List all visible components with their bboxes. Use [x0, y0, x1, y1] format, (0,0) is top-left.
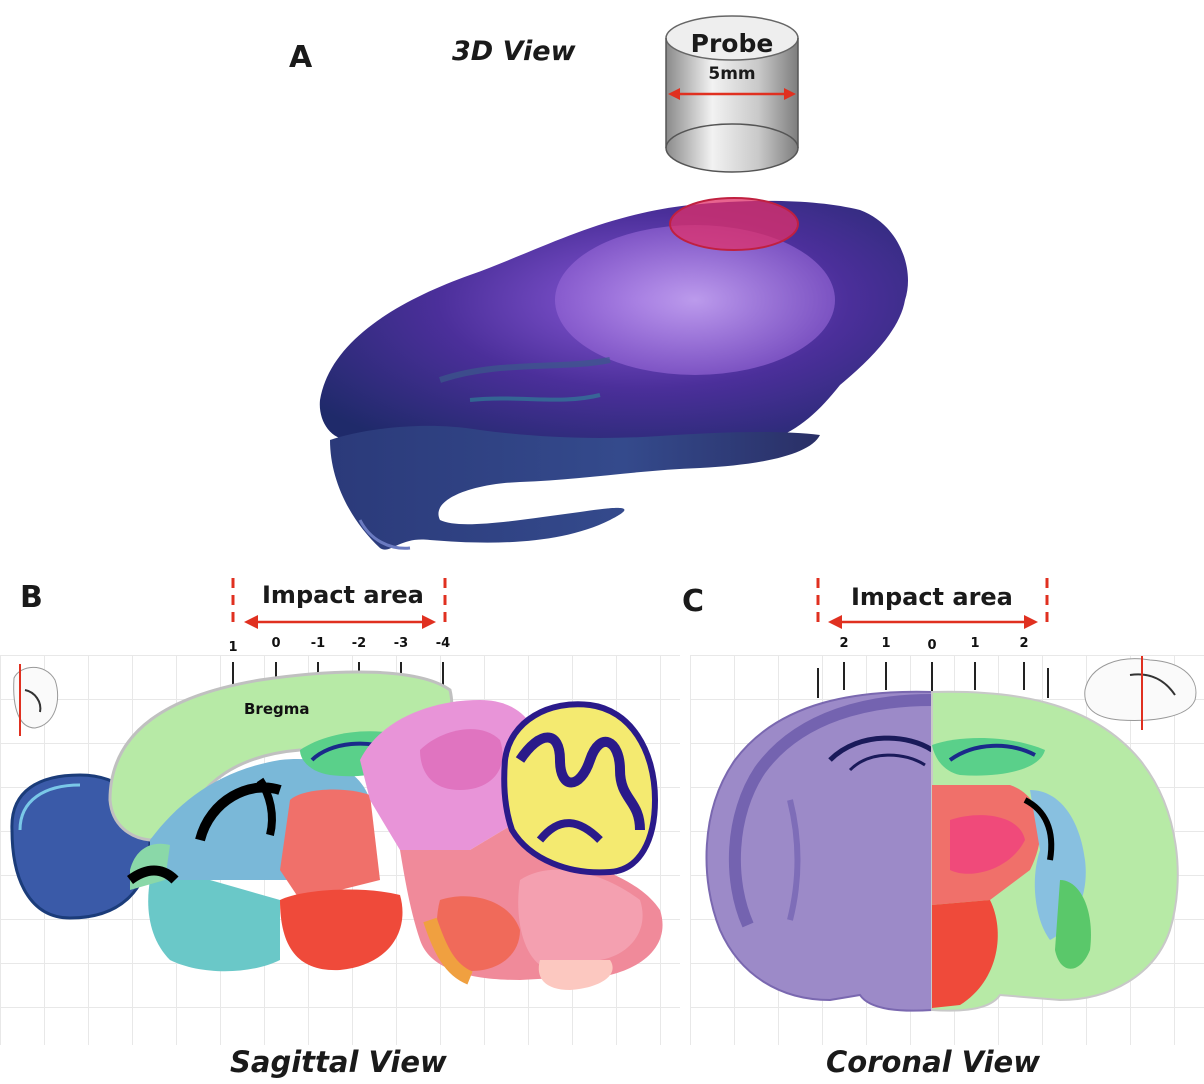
coronal-tick-label: 1 [960, 636, 990, 651]
coronal-tick-label: 2 [829, 636, 859, 651]
sagittal-brain [12, 672, 663, 990]
sagittal-inset-thumbnail [14, 664, 58, 736]
probe-label: Probe [666, 29, 798, 58]
coronal-tick-label: 2 [1009, 636, 1039, 651]
panel-b-letter: B [20, 580, 43, 615]
coronal-tick-label: 1 [871, 636, 901, 651]
coronal-view-label: Coronal View [826, 1045, 1040, 1079]
probe-size-label: 5mm [666, 64, 798, 84]
sagittal-tick-label: -2 [344, 636, 374, 651]
sagittal-tick-label: -4 [428, 636, 458, 651]
sagittal-tick-label: -1 [303, 636, 333, 651]
coronal-tick-label: 0 [917, 638, 947, 653]
sagittal-tick-label: 1 [218, 640, 248, 655]
bregma-label: Bregma [244, 700, 310, 718]
sagittal-tick-label: -3 [386, 636, 416, 651]
panel-c-letter: C [682, 584, 704, 619]
skull-3d [320, 198, 908, 550]
sagittal-view-label: Sagittal View [230, 1045, 447, 1079]
coronal-brain [706, 692, 1177, 1011]
coronal-inset-thumbnail [1085, 656, 1196, 730]
panel-b-impact-label: Impact area [262, 581, 424, 609]
panel-c-impact-label: Impact area [851, 583, 1013, 611]
sagittal-tick-label: 0 [261, 636, 291, 651]
